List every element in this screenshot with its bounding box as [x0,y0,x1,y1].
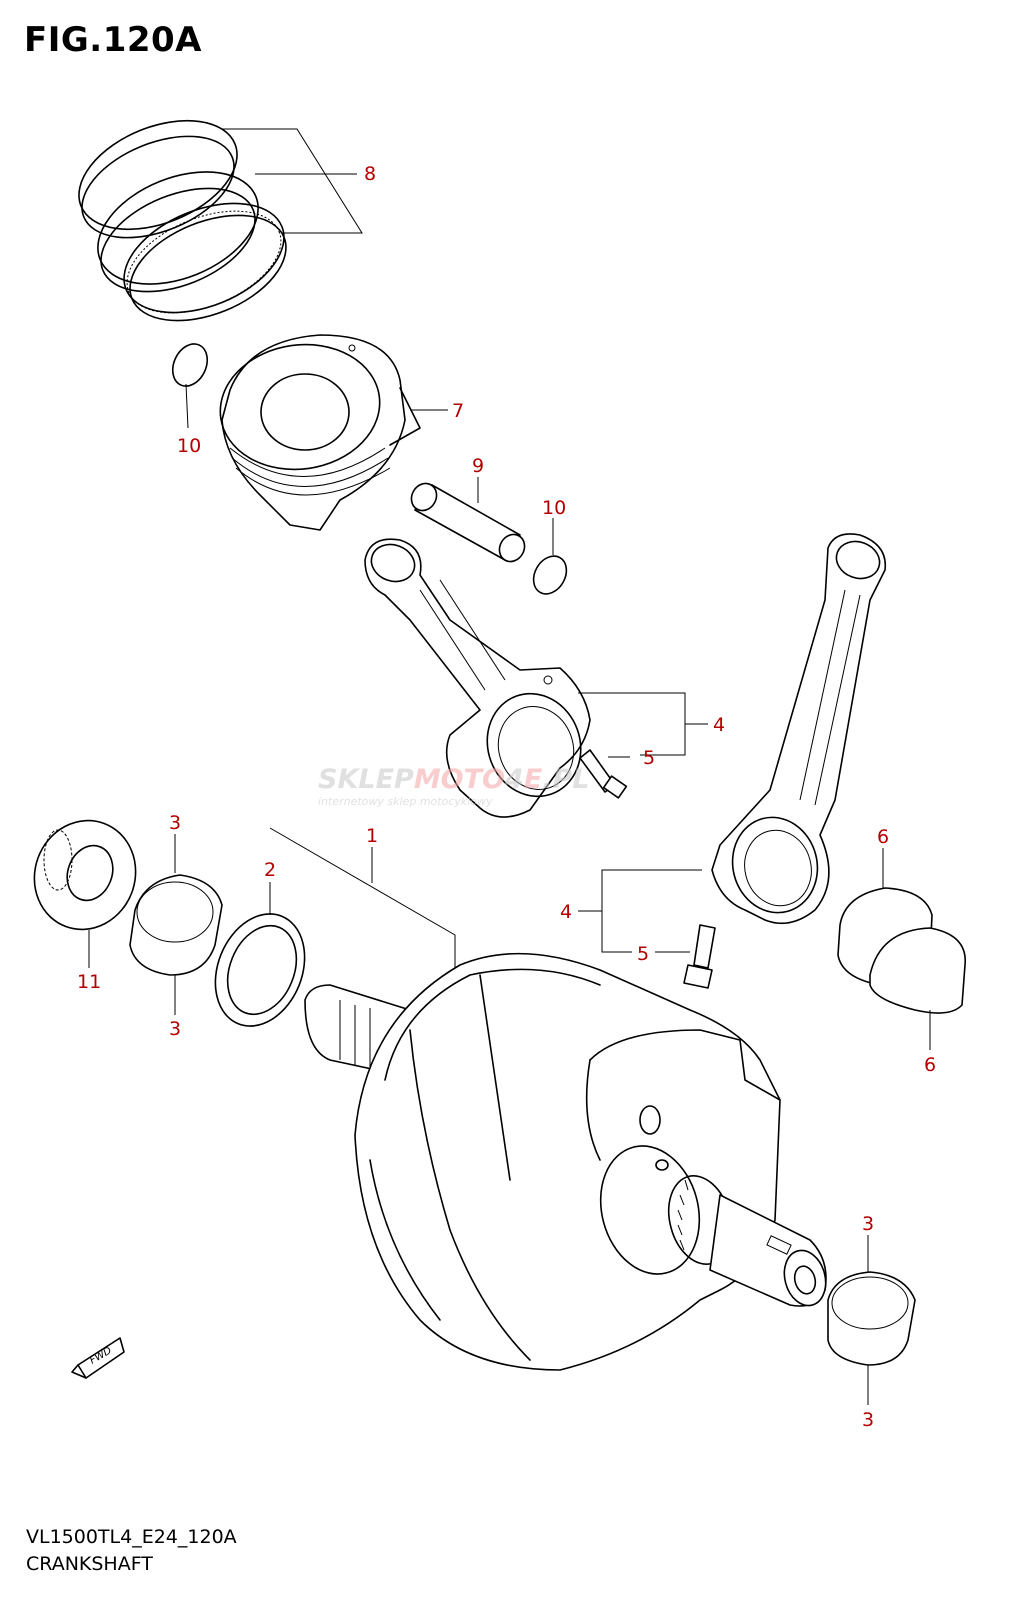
watermark-brand-c: 4 [504,764,524,795]
connecting-rod-front [364,538,591,818]
conrod-bolt-rear [683,924,716,989]
callout-2: 2 [264,859,276,881]
callout-7: 7 [452,400,464,422]
piston [219,334,421,531]
leader-lines [88,128,931,1405]
callout-4-front: 4 [713,714,725,736]
figure-code: VL1500TL4_E24_120A [26,1526,237,1548]
main-bearing-right [827,1271,916,1366]
watermark: SKLEPMOTO4E.PL internetowy sklep motocyk… [318,764,590,808]
callout-9: 9 [472,455,484,477]
callout-5-rear: 5 [637,943,649,965]
callout-1: 1 [366,825,378,847]
conrod-bolt-front [579,749,628,799]
callout-11: 11 [77,971,101,993]
circlip-right [532,555,568,595]
watermark-brand-b: MOTO [414,764,505,795]
callout-5-front: 5 [643,747,655,769]
thrust-washer [214,913,306,1027]
forward-direction-badge: FWD [71,1337,125,1379]
conrod-bearing-shells [837,887,966,1014]
callout-3-top-left: 3 [169,812,181,834]
primary-drive-gear [33,819,137,931]
watermark-brand-e: .PL [542,764,589,795]
watermark-brand-d: E [524,764,543,795]
callout-3-mid-left: 3 [169,1018,181,1040]
watermark-tagline: internetowy sklep motocyklowy [318,795,493,808]
svg-text:SKLEPMOTO4E.PL: SKLEPMOTO4E.PL [318,764,590,795]
watermark-brand-a: SKLEP [318,764,414,795]
callout-numbers: 8 10 7 9 10 4 5 6 4 5 6 3 1 2 11 3 3 3 [77,163,936,1431]
circlip-left [171,343,209,387]
piston-rings [78,119,287,322]
callout-6-top: 6 [877,826,889,848]
callout-6-bottom: 6 [924,1054,936,1076]
figure-title: FIG.120A [24,20,202,60]
main-bearing-left [129,874,223,976]
callout-8: 8 [364,163,376,185]
figure-name: CRANKSHAFT [26,1553,153,1575]
piston-pin [410,482,526,563]
callout-4-rear: 4 [560,901,572,923]
connecting-rod-rear [711,533,887,925]
callout-3-bottom-right: 3 [862,1409,874,1431]
crankshaft [304,952,827,1371]
callout-10-right: 10 [542,497,566,519]
callout-10-left: 10 [177,435,201,457]
callout-3-top-right: 3 [862,1213,874,1235]
